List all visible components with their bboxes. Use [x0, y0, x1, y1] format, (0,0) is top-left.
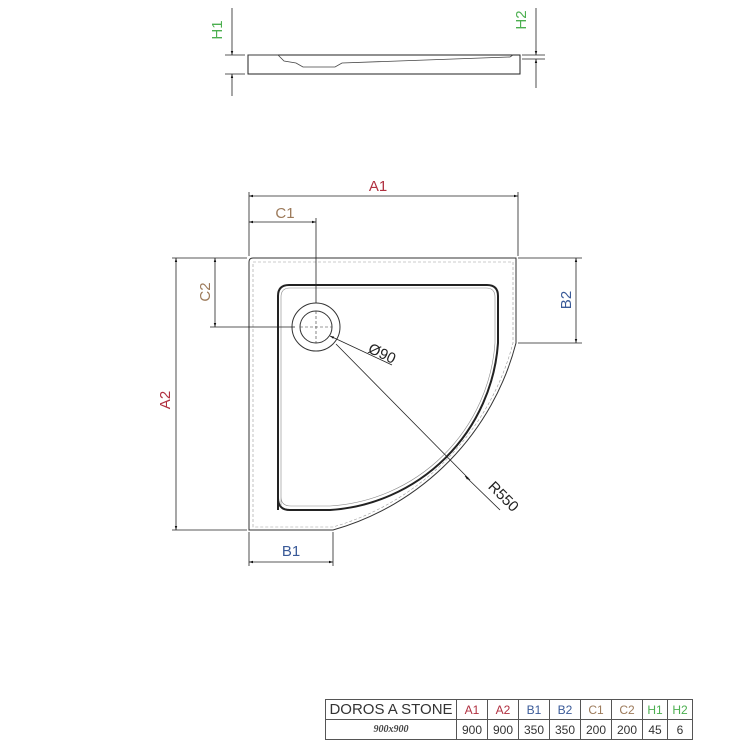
- col-b1: B1: [518, 699, 550, 720]
- col-a2: A2: [487, 699, 519, 720]
- h1-label: H1: [209, 20, 226, 39]
- val-a1: 900: [456, 719, 488, 740]
- col-b2: B2: [549, 699, 581, 720]
- b1-label: B1: [282, 543, 300, 560]
- model-size: 900x900: [325, 719, 457, 740]
- a1-label: A1: [369, 178, 387, 195]
- side-view: [225, 8, 545, 96]
- b2-label: B2: [558, 291, 575, 309]
- val-b1: 350: [518, 719, 550, 740]
- val-b2: 350: [549, 719, 581, 740]
- col-a1: A1: [456, 699, 488, 720]
- c1-label: C1: [275, 205, 294, 222]
- col-h2: H2: [667, 699, 693, 720]
- spec-value-row: 900x900 900 900 350 350 200 200 45 6: [325, 719, 693, 740]
- val-a2: 900: [487, 719, 519, 740]
- val-h1: 45: [642, 719, 668, 740]
- spec-table: DOROS A STONE A1 A2 B1 B2 C1 C2 H1 H2 90…: [325, 699, 693, 740]
- a2-label: A2: [157, 391, 174, 409]
- val-c1: 200: [580, 719, 612, 740]
- drain-diameter-label: Ø90: [365, 340, 398, 367]
- col-h1: H1: [642, 699, 668, 720]
- c2-label: C2: [197, 282, 214, 301]
- model-name: DOROS A STONE: [325, 699, 457, 720]
- h2-label: H2: [513, 10, 530, 29]
- col-c2: C2: [611, 699, 643, 720]
- spec-header-row: DOROS A STONE A1 A2 B1 B2 C1 C2 H1 H2: [325, 699, 693, 720]
- val-c2: 200: [611, 719, 643, 740]
- radius-label: R550: [484, 478, 521, 515]
- top-view: [172, 192, 582, 566]
- col-c1: C1: [580, 699, 612, 720]
- val-h2: 6: [667, 719, 693, 740]
